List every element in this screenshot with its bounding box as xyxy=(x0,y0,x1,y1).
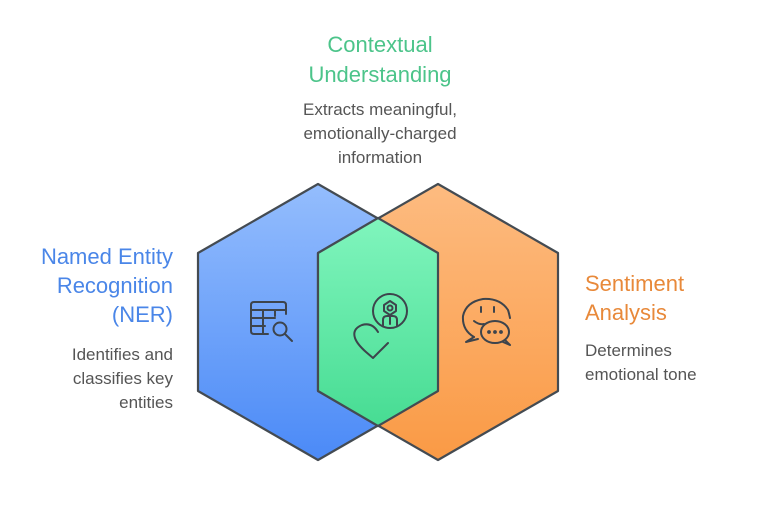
title-line: Understanding xyxy=(308,62,452,87)
ner-label-group: Named Entity Recognition (NER) Identifie… xyxy=(0,242,173,415)
description-line: Determines xyxy=(585,341,672,360)
description-line: emotionally-charged xyxy=(303,124,457,143)
title-line: Analysis xyxy=(585,300,667,325)
table-search-icon xyxy=(250,301,293,342)
description-line: Extracts meaningful, xyxy=(302,100,457,119)
chat-bubbles-icon xyxy=(461,297,511,346)
sentiment-analysis-description: Determines emotional tone xyxy=(585,339,765,387)
description-line: Identifies and xyxy=(71,345,173,364)
description-line: emotional tone xyxy=(585,365,697,384)
heart-robot-icon xyxy=(353,293,408,359)
sentiment-analysis-label-group: Sentiment Analysis Determines emotional … xyxy=(585,269,765,387)
description-line: entities xyxy=(119,393,173,412)
title-line: Named Entity xyxy=(40,244,173,269)
title-line: Sentiment xyxy=(585,271,685,296)
ner-description: Identifies and classifies key entities xyxy=(0,343,173,415)
title-line: Recognition xyxy=(56,273,173,298)
title-line: Contextual xyxy=(327,32,433,57)
description-line: information xyxy=(337,148,423,167)
contextual-understanding-title: Contextual Understanding xyxy=(260,30,500,90)
contextual-understanding-description: Extracts meaningful, emotionally-charged… xyxy=(260,98,500,170)
ner-title: Named Entity Recognition (NER) xyxy=(0,242,173,329)
description-line: classifies key xyxy=(72,369,173,388)
sentiment-analysis-title: Sentiment Analysis xyxy=(585,269,765,327)
title-line: (NER) xyxy=(111,302,173,327)
contextual-understanding-label-group: Contextual Understanding Extracts meanin… xyxy=(260,30,500,170)
